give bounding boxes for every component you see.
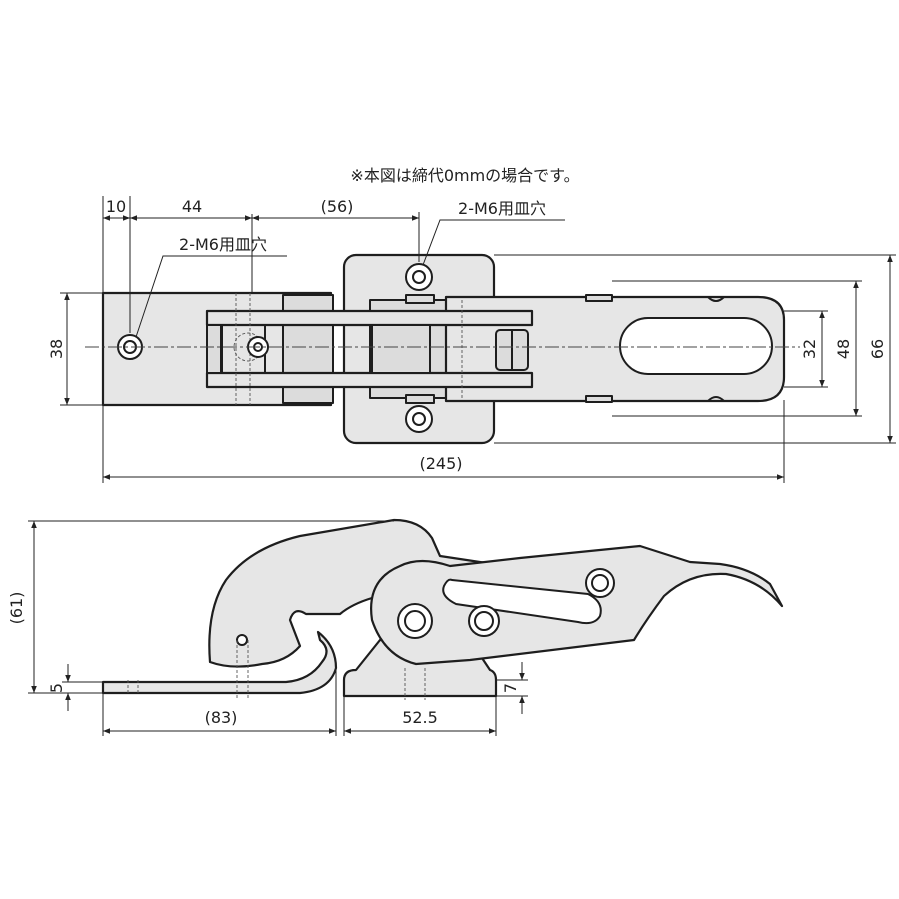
dim-83: (83)	[205, 708, 238, 727]
dim-48: 48	[834, 339, 853, 359]
top-view: 10 44 (56) 2-M6用皿穴 2-M6用皿穴 38 32 48 66 (…	[47, 196, 896, 483]
leader-left	[135, 255, 287, 338]
hole-label-left: 2-M6用皿穴	[179, 235, 267, 254]
hook-hole	[236, 634, 248, 646]
note-text: ※本図は締代0mmの場合です。	[350, 166, 579, 185]
lever-rivet-inner	[591, 574, 609, 592]
hook-rod	[205, 309, 534, 327]
dim-66: 66	[868, 339, 887, 359]
dim-61: (61)	[7, 592, 26, 625]
hook-body	[208, 518, 522, 668]
handle-notch-top	[707, 296, 725, 302]
dim-7: 7	[501, 683, 520, 693]
pin-bottom-right	[585, 395, 613, 403]
csk-hole-bottom-inner	[412, 412, 426, 426]
hook-rod-lower	[205, 371, 534, 389]
link-rivet-inner	[474, 611, 494, 631]
leader-right	[422, 219, 565, 266]
dim-245: (245)	[419, 454, 462, 473]
handle-notch-bottom	[707, 396, 725, 402]
csk-hole-top-inner	[412, 270, 426, 284]
slide-top	[405, 294, 435, 304]
side-view: (61) 5 (83) 52.5 7	[7, 518, 784, 736]
dim-52-5: 52.5	[402, 708, 438, 727]
dim-10: 10	[106, 197, 126, 216]
dim-32: 32	[800, 339, 819, 359]
dim-5: 5	[47, 683, 66, 693]
hole-label-right: 2-M6用皿穴	[458, 199, 546, 218]
dim-38: 38	[47, 339, 66, 359]
lever-slot	[442, 578, 602, 625]
pin-top-right	[585, 294, 613, 302]
slide-bottom	[405, 394, 435, 404]
pivot-rivet-inner	[404, 610, 426, 632]
handle-slot	[619, 317, 773, 375]
keeper-plate	[101, 630, 338, 695]
dim-44: 44	[182, 197, 202, 216]
dim-56: (56)	[321, 197, 354, 216]
hook-link	[206, 324, 222, 374]
pivot-block	[371, 324, 431, 374]
